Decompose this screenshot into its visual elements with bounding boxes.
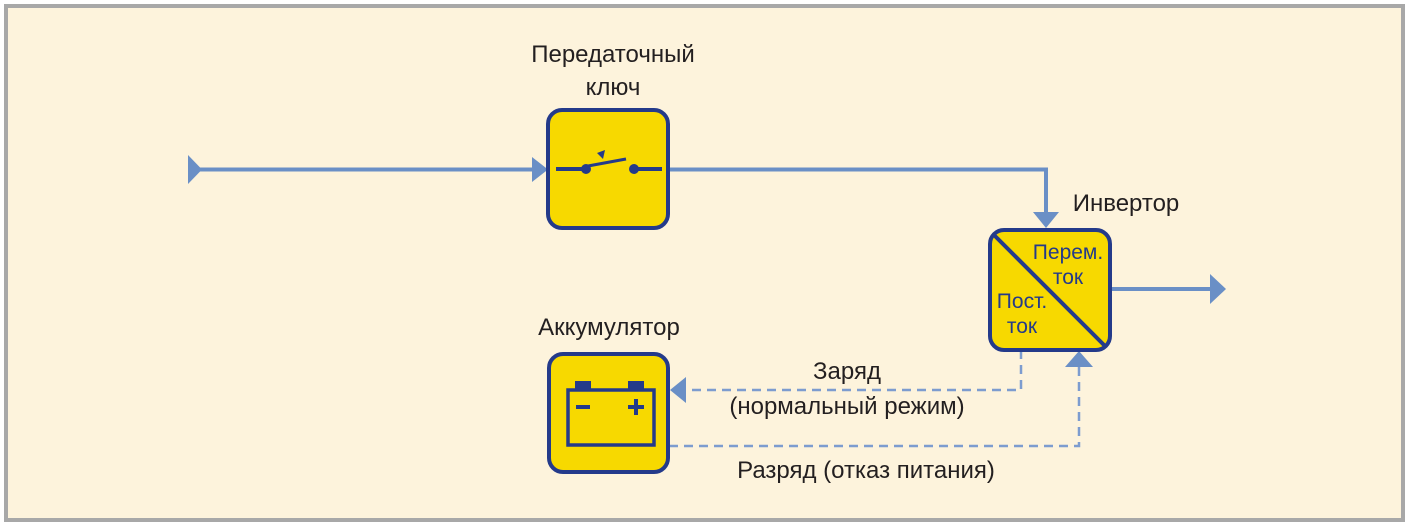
inverter-dc-line1: Пост. [997,290,1047,313]
discharge-label: Разряд (отказ питания) [737,457,995,484]
switch-to-inverter-line [668,167,1048,214]
discharge-path [669,366,1081,448]
switch-icon [556,150,662,174]
battery-icon [566,381,656,447]
diagram-frame [4,4,1405,522]
discharge-arrowhead [1065,351,1093,367]
output-arrowhead [1210,274,1226,304]
input-arrowhead [532,157,548,182]
battery-label: Аккумулятор [538,314,680,341]
inverter-label: Инвертор [1073,190,1180,217]
inverter-input-arrowhead [1033,212,1059,228]
inverter-ac-line1: Перем. [1033,241,1103,264]
inverter-ac-line2: ток [1053,266,1084,289]
charge-label-line1: Заряд [813,358,881,385]
input-start-marker [188,155,202,184]
charge-arrowhead [670,377,686,403]
charge-label-line2: (нормальный режим) [729,393,964,420]
inverter-dc-line2: ток [1007,315,1038,338]
transfer-switch-label-line1: Передаточный [531,41,695,68]
inverter [988,228,1112,352]
battery [547,352,670,474]
transfer-switch-label-line2: ключ [586,74,641,101]
transfer-switch-box [546,108,670,230]
transfer-switch [546,108,670,230]
inverter-diagonal [991,232,1108,349]
